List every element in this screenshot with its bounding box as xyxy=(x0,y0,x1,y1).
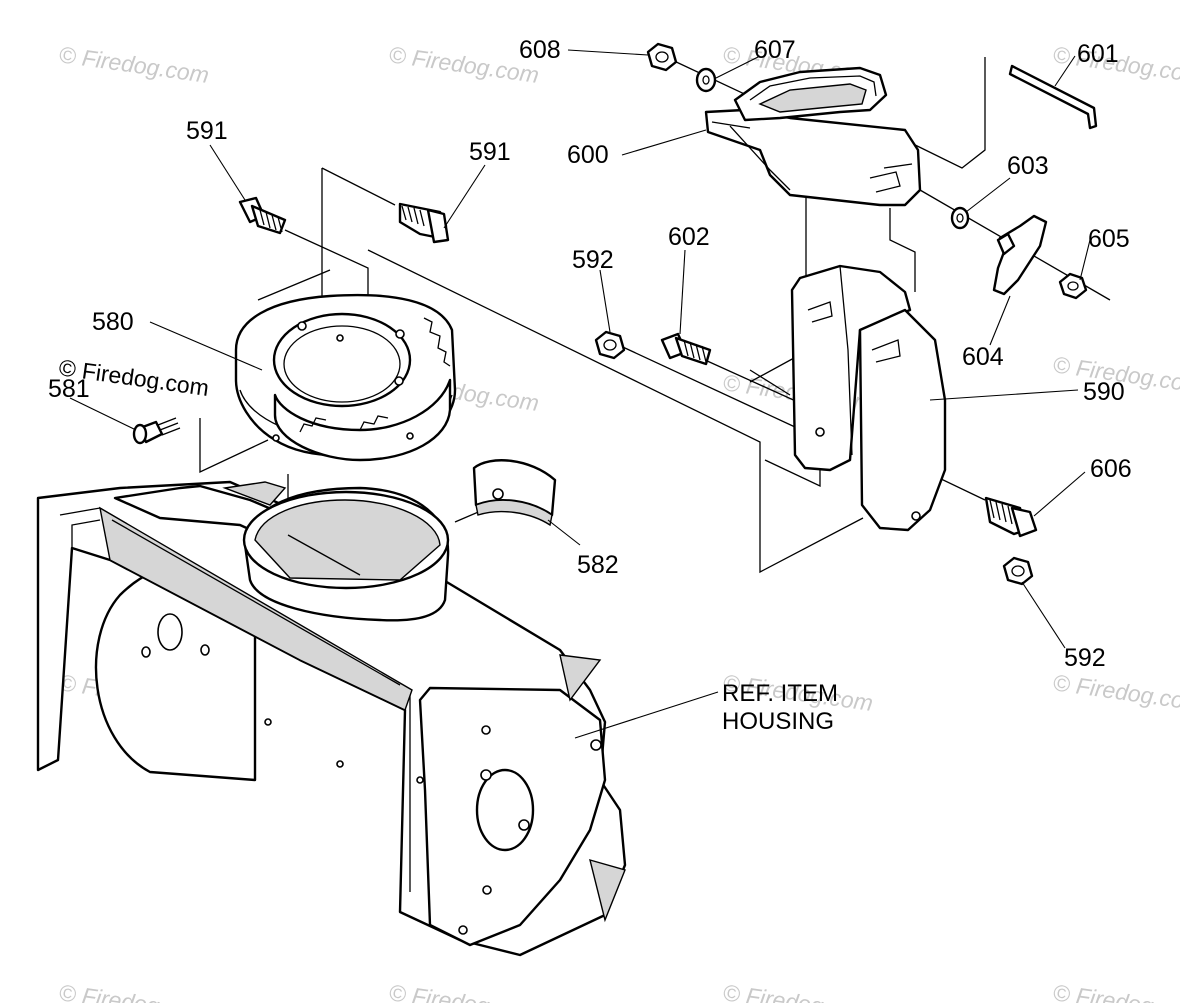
part-581-screw xyxy=(132,417,181,445)
part-602-bolt xyxy=(660,332,712,366)
part-600-handle xyxy=(704,66,922,207)
watermark: © Firedog.com xyxy=(57,979,210,1003)
callout-601: 601 xyxy=(1077,40,1119,68)
part-590-bracket xyxy=(790,264,947,532)
watermark: © Firedog.com xyxy=(387,979,540,1003)
part-603-washer xyxy=(950,206,970,230)
part-580-chute-ring xyxy=(234,293,457,462)
callout-603: 603 xyxy=(1007,152,1049,180)
housing xyxy=(36,480,627,957)
part-582-plate xyxy=(472,459,557,527)
part-605-nut xyxy=(1058,272,1088,300)
callout-604: 604 xyxy=(962,343,1004,371)
callout-591-left: 591 xyxy=(186,117,228,145)
watermark: © Firedog.com xyxy=(1051,669,1180,716)
housing-label: HOUSING xyxy=(722,708,834,735)
callout-600: 600 xyxy=(567,141,609,169)
callout-591-right: 591 xyxy=(469,138,511,166)
callout-581: 581 xyxy=(48,375,90,403)
part-607-washer xyxy=(695,67,717,93)
part-606-bolt xyxy=(984,496,1038,538)
part-591-bolts xyxy=(238,196,450,244)
callout-606: 606 xyxy=(1090,455,1132,483)
watermark: © Firedog.com xyxy=(387,41,540,88)
part-608-nut xyxy=(646,42,678,72)
watermark: © Firedog.com xyxy=(57,41,210,88)
callout-607: 607 xyxy=(754,36,796,64)
part-592-nuts xyxy=(594,330,1034,586)
part-604-knob xyxy=(992,214,1048,296)
callout-602: 602 xyxy=(668,223,710,251)
watermark: © Firedog.com xyxy=(721,979,874,1003)
callout-592-right: 592 xyxy=(1064,644,1106,672)
leader-lines xyxy=(69,49,1091,739)
ref-item-label: REF. ITEM xyxy=(722,680,838,707)
watermark: © Firedog.com xyxy=(1051,979,1180,1003)
callout-592-left: 592 xyxy=(572,246,614,274)
callout-608: 608 xyxy=(519,36,561,64)
callout-590: 590 xyxy=(1083,378,1125,406)
callout-580: 580 xyxy=(92,308,134,336)
callout-582: 582 xyxy=(577,551,619,579)
part-601-pin xyxy=(1008,64,1098,130)
callout-605: 605 xyxy=(1088,225,1130,253)
